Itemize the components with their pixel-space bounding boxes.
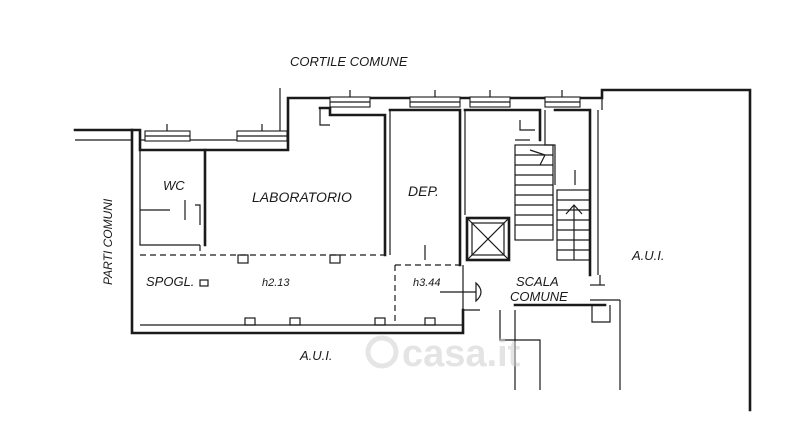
label-common-parts: PARTI COMUNI <box>101 198 115 285</box>
lift-shaft <box>465 216 511 262</box>
label-dressing: SPOGL. <box>146 274 194 289</box>
window-dep <box>409 90 461 108</box>
interior-walls <box>140 98 621 390</box>
window-lab-1 <box>236 124 288 142</box>
height-boundaries <box>140 245 460 325</box>
label-courtyard: CORTILE COMUNE <box>290 54 408 69</box>
door-bell-icon <box>440 281 482 303</box>
label-wc: WC <box>163 178 185 193</box>
label-height-right: h3.44 <box>413 277 441 289</box>
window-lab-2 <box>329 90 371 108</box>
watermark: casa.it <box>365 333 521 375</box>
stairs-right <box>556 189 591 261</box>
label-aui-bottom: A.U.I. <box>299 348 333 363</box>
label-height-left: h2.13 <box>262 277 290 289</box>
window-stair-1 <box>469 90 511 108</box>
window-stair-2 <box>544 90 581 108</box>
stairs-left <box>514 144 554 241</box>
window-wc <box>144 124 191 142</box>
label-stair-line1: SCALA <box>516 274 559 289</box>
column-stubs <box>199 254 436 326</box>
label-stair-line2: COMUNE <box>510 289 568 304</box>
watermark-text: casa.it <box>402 333 521 375</box>
label-depot: DEP. <box>408 183 439 199</box>
label-aui-right: A.U.I. <box>631 248 665 263</box>
windows <box>144 90 581 142</box>
label-laboratory: LABORATORIO <box>252 189 352 205</box>
